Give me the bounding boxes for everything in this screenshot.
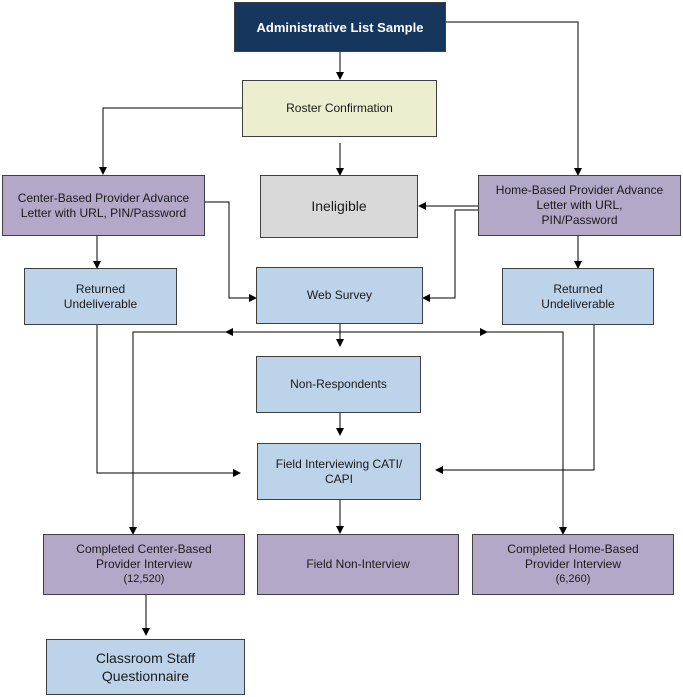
- node-center-based-advance-letter: Center-Based Provider Advance Letter wit…: [2, 175, 205, 236]
- node-field-interviewing: Field Interviewing CATI/ CAPI: [257, 443, 421, 500]
- node-non-respondents: Non-Respondents: [256, 356, 421, 413]
- node-label: Roster Confirmation: [286, 101, 393, 115]
- node-label-line-1: Classroom Staff: [95, 650, 196, 666]
- node-field-non-interview: Field Non-Interview: [257, 534, 459, 595]
- node-classroom-staff-questionnaire: Classroom Staff Questionnaire: [46, 639, 245, 695]
- node-returned-undeliverable-left: Returned Undeliverable: [24, 268, 177, 325]
- node-roster-confirmation: Roster Confirmation: [242, 80, 437, 137]
- arrow-branch-to-completed-home: [487, 331, 567, 535]
- node-count: (6,260): [555, 573, 591, 585]
- arrow-branch-to-completed-center: [129, 331, 226, 535]
- node-label-line-1: Completed Home-Based: [507, 542, 639, 556]
- node-label-line-2: Provider Interview: [524, 557, 622, 571]
- node-label-line-2: CAPI: [324, 471, 353, 486]
- arrow-returned-left-to-field: [96, 325, 241, 477]
- node-label: Field Non-Interview: [306, 557, 410, 571]
- node-home-based-advance-letter: Home-Based Provider Advance Letter with …: [478, 175, 681, 236]
- node-label-line-3: PIN/Password: [541, 213, 618, 227]
- node-label-line-1: Home-Based Provider Advance: [495, 183, 664, 197]
- node-label: Non-Respondents: [290, 377, 387, 391]
- node-label: Administrative List Sample: [256, 19, 424, 35]
- node-completed-home-based-interview: Completed Home-Based Provider Interview …: [472, 534, 674, 595]
- node-label-line-2: Provider Interview: [95, 557, 193, 571]
- node-label-line-2: Undeliverable: [541, 296, 615, 311]
- node-web-survey: Web Survey: [256, 267, 423, 324]
- node-administrative-list-sample: Administrative List Sample: [234, 2, 446, 52]
- node-label-line-2: Questionnaire: [101, 668, 190, 684]
- node-label-line-1: Returned: [553, 281, 603, 296]
- node-label-line-2: Letter with URL,: [536, 198, 623, 212]
- node-label-line-1: Returned: [75, 281, 126, 296]
- arrow-roster-to-center-letter: [99, 107, 242, 175]
- arrow-admin-to-home-letter: [446, 21, 582, 176]
- node-count: (12,520): [123, 573, 165, 585]
- arrow-center-letter-to-web-survey: [205, 201, 257, 302]
- arrow-home-letter-to-web-survey: [422, 209, 479, 302]
- node-label-line-2: Undeliverable: [63, 296, 138, 311]
- node-label-line-1: Completed Center-Based: [76, 542, 212, 556]
- node-ineligible: Ineligible: [260, 175, 418, 238]
- node-label-line-2: Letter with URL, PIN/Password: [20, 205, 187, 220]
- node-label: Web Survey: [306, 288, 373, 302]
- node-label: Ineligible: [311, 198, 367, 214]
- node-returned-undeliverable-right: Returned Undeliverable: [502, 268, 654, 325]
- node-label-line-1: Field Interviewing CATI/: [275, 456, 403, 471]
- node-completed-center-based-interview: Completed Center-Based Provider Intervie…: [43, 534, 245, 595]
- node-label-line-1: Center-Based Provider Advance: [17, 190, 190, 205]
- arrow-returned-right-to-field: [435, 325, 595, 474]
